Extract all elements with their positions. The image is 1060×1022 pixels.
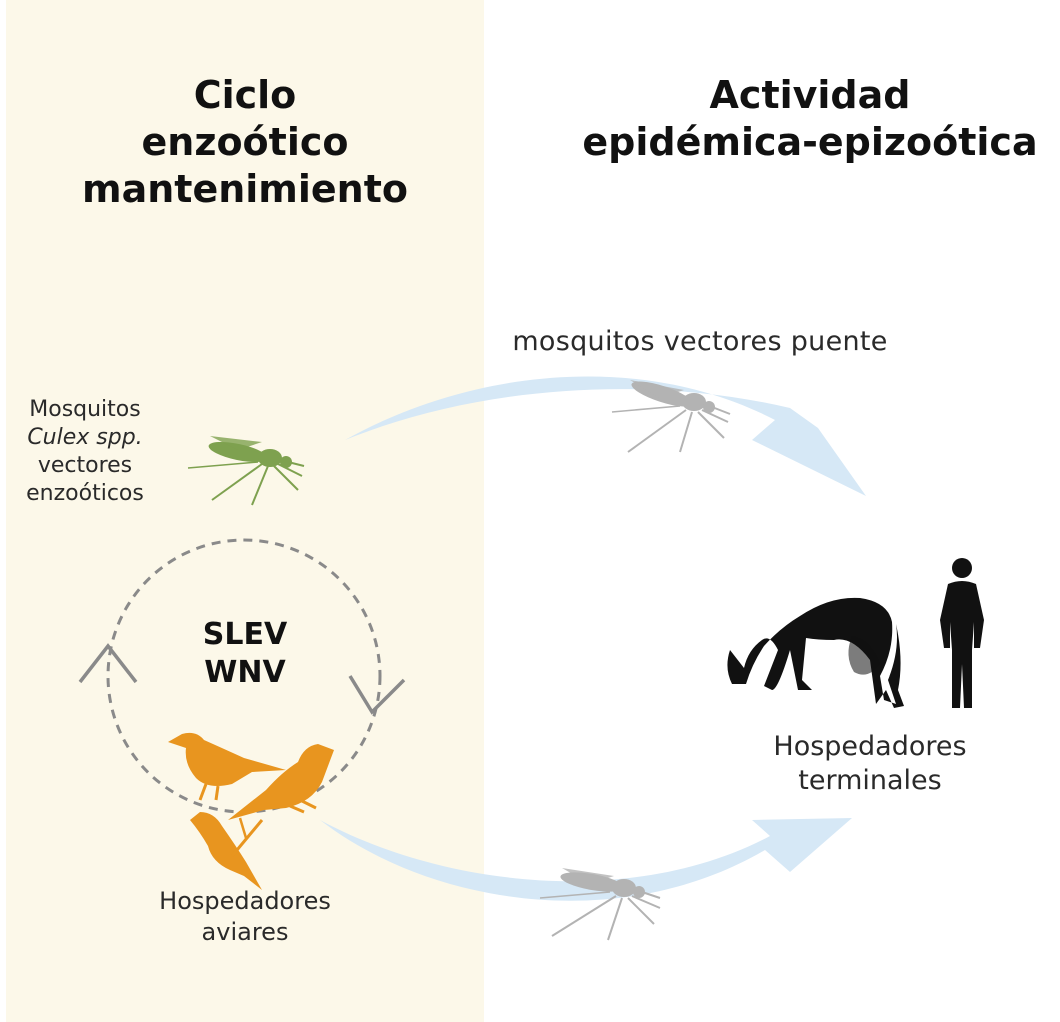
horse-icon [727, 597, 904, 708]
upper-transmission-arrow [345, 376, 866, 496]
lower-transmission-arrow [320, 818, 852, 901]
human-icon [940, 558, 984, 708]
gray-mosquito-icon [611, 380, 731, 453]
cycle-arrowhead-right [348, 675, 406, 715]
gray-mosquito-icon [539, 868, 661, 941]
orange-bird-icon [168, 732, 286, 801]
epidemic-activity-title: Actividad epidémica-epizoótica [582, 73, 1038, 164]
enzootic-vector-label: Mosquitos Culex spp. vectores enzoóticos [26, 397, 144, 506]
enzootic-cycle-title: Ciclo enzoótico mantenimiento [81, 73, 409, 211]
terminal-hosts-label: Hospedadores terminales [773, 731, 967, 796]
orange-bird-icon [228, 744, 334, 820]
avian-hosts-label: Hospedadores aviares [159, 887, 331, 946]
cycle-arrowhead-left [78, 643, 138, 684]
bridge-vector-label: mosquitos vectores puente [512, 326, 888, 357]
orange-bird-icon [190, 812, 264, 890]
virus-label: SLEV WNV [202, 617, 288, 690]
green-mosquito-icon [187, 436, 305, 506]
enzootic-panel-background [6, 0, 484, 1022]
